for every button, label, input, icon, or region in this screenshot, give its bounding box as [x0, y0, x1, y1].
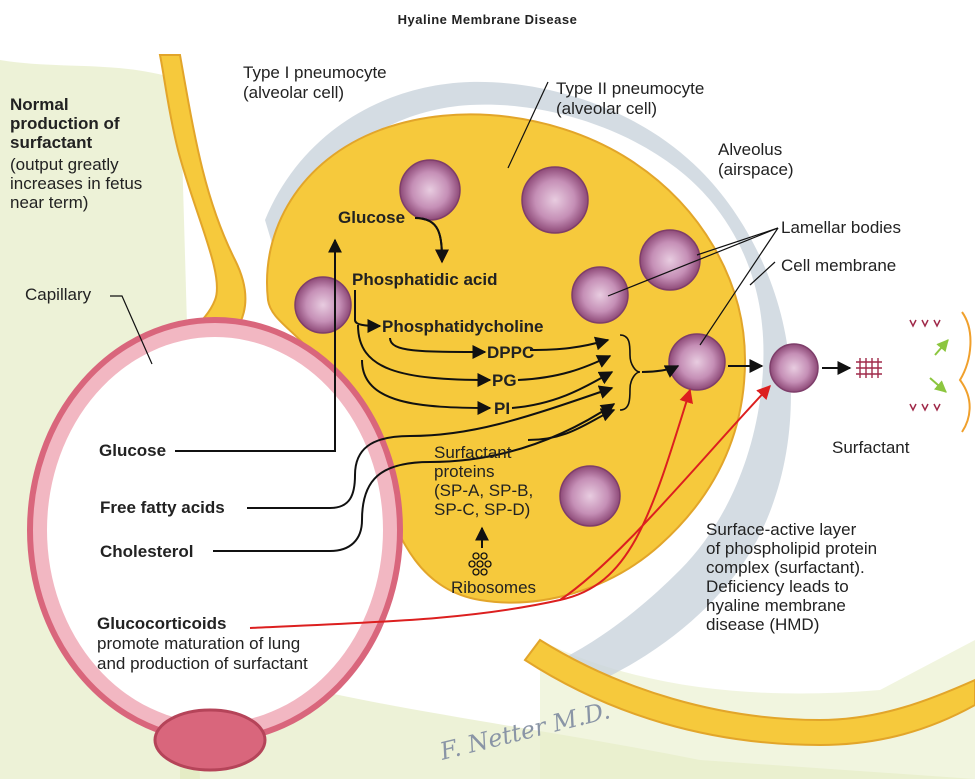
diagram-title: Hyaline Membrane Disease	[0, 10, 975, 29]
surface-active-3: complex (surfactant).	[706, 558, 865, 577]
output-note: (output greatly increases in fetus near …	[10, 155, 160, 212]
surfactant-proteins-1: Surfactant	[434, 443, 512, 462]
lamellar-body	[560, 466, 620, 526]
lamellar-body	[640, 230, 700, 290]
input-glucocorticoids: Glucocorticoids	[97, 614, 226, 633]
surfactant-proteins-4: SP-C, SP-D)	[434, 500, 530, 519]
pathway-glucose: Glucose	[338, 208, 405, 227]
input-cholesterol: Cholesterol	[100, 542, 194, 561]
lamellar-body	[400, 160, 460, 220]
surface-active-1: Surface-active layer	[706, 520, 856, 539]
surfactant-molecules	[910, 320, 940, 410]
surface-active-2: of phospholipid protein	[706, 539, 877, 558]
lamellar-body	[295, 277, 351, 333]
surface-active-6: disease (HMD)	[706, 615, 819, 634]
input-free-fatty-acids: Free fatty acids	[100, 498, 225, 517]
surfactant-proteins-3: (SP-A, SP-B,	[434, 481, 533, 500]
air-liquid-interface	[960, 312, 970, 432]
cell-membrane-label: Cell membrane	[781, 256, 896, 275]
pathway-phosphatidylcholine: Phosphatidycholine	[382, 317, 544, 336]
secreted-lamellar-body	[770, 344, 818, 392]
ribosomes-label: Ribosomes	[451, 578, 536, 597]
surface-active-5: hyaline membrane	[706, 596, 846, 615]
capillary-label: Capillary	[25, 285, 91, 304]
alveolus-sub: (airspace)	[718, 160, 794, 179]
alveolus-label: Alveolus	[718, 140, 782, 159]
red-blood-cell	[155, 710, 265, 770]
type2-sub: (alveolar cell)	[556, 99, 657, 118]
pathway-pi: PI	[494, 399, 510, 418]
lamellar-body	[522, 167, 588, 233]
pathway-phosphatidic-acid: Phosphatidic acid	[352, 270, 497, 289]
tubular-myelin-icon	[856, 358, 882, 378]
glucocorticoids-note-1: promote maturation of lung	[97, 634, 300, 653]
surfactant-proteins-2: proteins	[434, 462, 494, 481]
pathway-pg: PG	[492, 371, 517, 390]
surface-active-4: Deficiency leads to	[706, 577, 849, 596]
pathway-dppc: DPPC	[487, 343, 534, 362]
type1-label: Type I pneumocyte	[243, 63, 387, 82]
normal-production-label: Normal production of surfactant	[10, 95, 140, 152]
input-glucose: Glucose	[99, 441, 166, 460]
lamellar-bodies-label: Lamellar bodies	[781, 218, 901, 237]
surfactant-label: Surfactant	[832, 438, 910, 457]
type1-sub: (alveolar cell)	[243, 83, 344, 102]
lamellar-body	[669, 334, 725, 390]
type2-label: Type II pneumocyte	[556, 79, 704, 98]
glucocorticoids-note-2: and production of surfactant	[97, 654, 308, 673]
lamellar-body	[572, 267, 628, 323]
